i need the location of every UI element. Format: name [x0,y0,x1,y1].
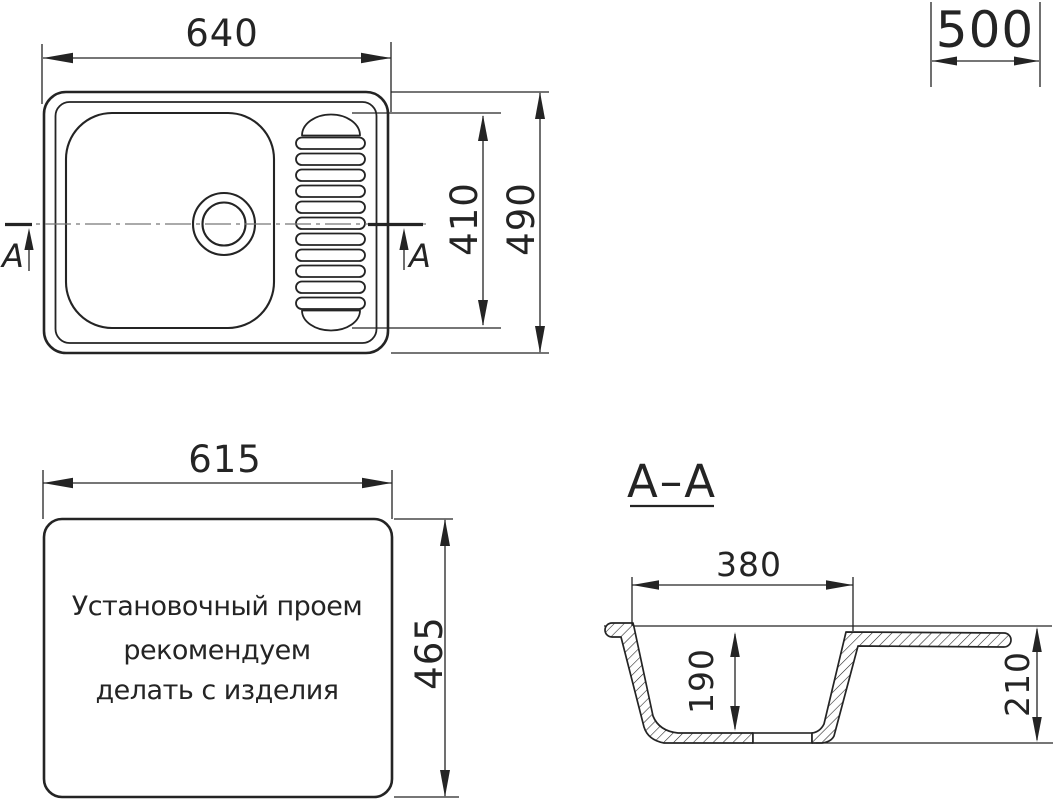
dim-465: 465 [394,518,459,798]
dim-210-arrow-up [1032,627,1042,652]
top-view: A A 640 410 490 [0,12,549,355]
sink-outer-outline [42,90,390,355]
cutout-outline [42,517,394,799]
section-drain-sump [752,732,813,744]
dim-410: 410 [352,112,501,329]
dim-490: 490 [391,91,549,354]
cutout-note-line1: Установочный проем [72,591,363,622]
section-left-wall [604,622,754,744]
dim-615: 615 [42,438,393,519]
dim-190-arrow-up [730,632,740,657]
dim-210-arrow-down [1032,717,1042,742]
drainboard-rib [295,136,366,150]
dim-190-arrow-down [730,706,740,731]
dim-465-label: 465 [408,616,451,690]
drainboard-top-arch [301,113,361,137]
drainboard-rib [295,152,366,166]
cutout-note-line3: делать с изделия [96,675,339,706]
section-cut-line: A A [0,222,431,275]
dim-615-arrow-right [362,477,392,489]
dim-640: 640 [41,12,392,112]
sink-rim-outline [54,101,378,344]
drainboard-rib [295,248,366,262]
dim-640-arrow-right [361,52,391,64]
dim-640-label: 640 [185,12,259,55]
bowl-outline [64,111,276,330]
dim-410-label: 410 [443,182,486,256]
dim-490-arrow-down [535,326,545,353]
drainboard [295,113,366,332]
dim-190-label: 190 [682,648,721,714]
section-arrow-left-head [24,228,34,250]
dim-380-label: 380 [716,545,782,584]
dim-410-arrow-down [478,300,488,326]
dim-210-label: 210 [998,651,1037,717]
cutout-note-line2: рекомендуем [123,635,310,666]
dim-500-arrow-right [1014,56,1039,66]
dim-615-arrow-left [43,477,73,489]
section-arrow-right-head [399,228,409,250]
section-title: A–A [627,455,717,508]
drainboard-rib [295,200,366,214]
dim-190: 190 [682,632,740,731]
drainboard-rib [295,216,366,230]
section-letter-right: A [407,237,431,275]
cutout-view: Установочный проем рекомендуем делать с … [42,438,459,799]
dim-490-arrow-up [535,92,545,119]
dim-465-arrow-up [440,519,450,546]
dim-500-label: 500 [936,1,1034,59]
base-width-dim: 500 [930,1,1041,87]
dim-410-arrow-up [478,115,488,141]
section-letter-left: A [0,237,24,275]
section-view: A–A 380 190 [604,455,1053,744]
drainboard-bottom-arch [301,309,361,332]
drainboard-rib [295,296,366,310]
dim-210: 210 [816,627,1053,744]
dim-490-label: 490 [500,182,543,256]
drainboard-rib [295,280,366,294]
dim-380-arrow-left [632,580,659,590]
drainboard-rib [295,184,366,198]
dim-500-arrow-left [932,56,957,66]
dim-380: 380 [631,545,854,631]
dim-615-label: 615 [188,438,262,481]
dim-640-arrow-left [43,52,73,64]
dim-465-arrow-down [440,770,450,797]
section-right-wall [811,631,1012,744]
dim-380-arrow-right [826,580,853,590]
drainboard-rib [295,168,366,182]
drainboard-rib [295,264,366,278]
drainboard-rib [295,232,366,246]
